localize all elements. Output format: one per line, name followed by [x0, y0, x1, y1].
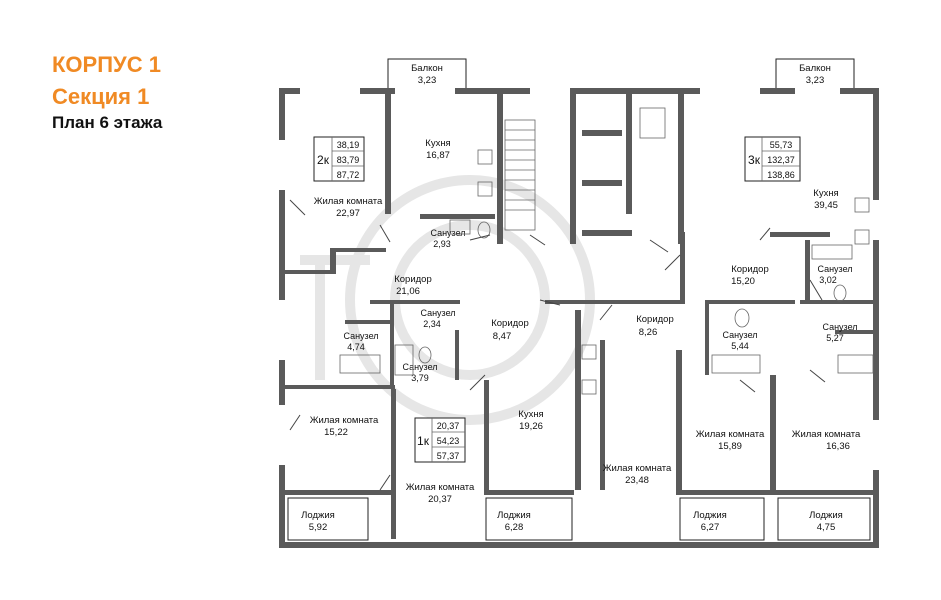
apartment-3k-living: 55,73 — [770, 140, 793, 150]
outer-walls — [279, 88, 879, 548]
balcony-right-name: Балкон — [799, 63, 831, 74]
apartment-2k-total: 83,79 — [337, 155, 360, 165]
room-label-area: 6,28 — [505, 522, 524, 533]
room-label-name: Кухня — [425, 138, 450, 149]
apartment-1k-living: 20,37 — [437, 421, 460, 431]
room-label-name: Коридор — [394, 274, 432, 285]
apartment-1k-full: 57,37 — [437, 451, 460, 461]
room-label-area: 5,27 — [826, 333, 844, 343]
apartment-1k-type: 1к — [417, 434, 430, 448]
balcony-left: Балкон 3,23 — [387, 58, 467, 90]
room-label-area: 19,26 — [519, 421, 543, 432]
balcony-left-name: Балкон — [411, 63, 443, 74]
room-label-area: 2,93 — [433, 239, 451, 249]
room-label-area: 4,75 — [817, 522, 836, 533]
room-label-name: Санузел — [402, 362, 437, 372]
room-label-name: Санузел — [343, 331, 378, 341]
apartment-3k-badge: 3к 55,73 132,37 138,86 — [744, 136, 801, 182]
room-label-name: Жилая комната — [696, 429, 765, 440]
room-label-area: 3,79 — [411, 373, 429, 383]
room-label-name: Санузел — [817, 264, 852, 274]
room-label-name: Коридор — [636, 314, 674, 325]
door-swings — [289, 199, 826, 491]
room-label-area: 2,34 — [423, 319, 441, 329]
room-label-area: 16,36 — [826, 441, 850, 452]
balcony-right: Балкон 3,23 — [775, 58, 855, 90]
room-label-area: 22,97 — [336, 208, 360, 219]
room-label-name: Жилая комната — [406, 482, 475, 493]
room-label-area: 15,20 — [731, 276, 755, 287]
room-label-area: 39,45 — [814, 200, 838, 211]
room-label-name: Санузел — [822, 322, 857, 332]
apartment-2k-badge: 2к 38,19 83,79 87,72 — [313, 136, 365, 182]
interior-walls — [285, 94, 876, 539]
apartment-1k-total: 54,23 — [437, 436, 460, 446]
room-label-area: 8,26 — [639, 327, 658, 338]
room-label-name: Коридор — [731, 264, 769, 275]
room-label-area: 16,87 — [426, 150, 450, 161]
section-title: Секция 1 — [52, 84, 150, 109]
room-label-name: Лоджия — [809, 510, 843, 521]
room-label-name: Санузел — [722, 330, 757, 340]
bathroom-fixtures — [339, 219, 874, 376]
balcony-right-area: 3,23 — [806, 75, 825, 86]
room-label-name: Жилая комната — [792, 429, 861, 440]
apartment-3k-full: 138,86 — [767, 170, 795, 180]
apartment-3k-total: 132,37 — [767, 155, 795, 165]
room-label-name: Коридор — [491, 318, 529, 329]
stairwell — [504, 107, 666, 236]
room-label-name: Жилая комната — [310, 415, 379, 426]
loggias — [287, 497, 871, 541]
room-label-area: 23,48 — [625, 475, 649, 486]
room-label-area: 21,06 — [396, 286, 420, 297]
room-labels: Кухня 16,87 Жилая комната 22,97 Санузел … — [301, 138, 861, 533]
kitchen-fixtures — [477, 149, 870, 395]
room-label-name: Санузел — [420, 308, 455, 318]
apartment-3k-type: 3к — [748, 153, 761, 167]
room-label-area: 20,37 — [428, 494, 452, 505]
balcony-left-area: 3,23 — [418, 75, 437, 86]
room-label-name: Лоджия — [301, 510, 335, 521]
apartment-2k-full: 87,72 — [337, 170, 360, 180]
room-label-area: 4,74 — [347, 342, 365, 352]
room-label-area: 5,44 — [731, 341, 749, 351]
room-label-name: Санузел — [430, 228, 465, 238]
room-label-name: Кухня — [518, 409, 543, 420]
room-label-name: Лоджия — [497, 510, 531, 521]
room-label-area: 6,27 — [701, 522, 720, 533]
apartment-1k-badge: 1к 20,37 54,23 57,37 — [414, 417, 466, 463]
room-label-name: Жилая комната — [314, 196, 383, 207]
room-label-area: 15,89 — [718, 441, 742, 452]
room-label-name: Жилая комната — [603, 463, 672, 474]
apartment-2k-type: 2к — [317, 153, 330, 167]
room-label-area: 15,22 — [324, 427, 348, 438]
room-label-area: 5,92 — [309, 522, 328, 533]
floor-plan-title: План 6 этажа — [52, 113, 163, 132]
room-label-area: 3,02 — [819, 275, 837, 285]
apartment-2k-living: 38,19 — [337, 140, 360, 150]
building-title: КОРПУС 1 — [52, 52, 161, 77]
room-label-name: Лоджия — [693, 510, 727, 521]
room-label-name: Кухня — [813, 188, 838, 199]
room-label-area: 8,47 — [493, 331, 512, 342]
